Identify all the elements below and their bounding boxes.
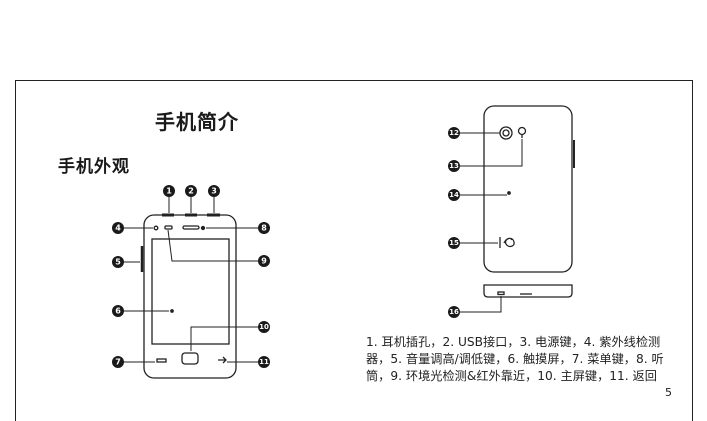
back-phone — [483, 105, 575, 298]
page-number: 5 — [665, 386, 672, 399]
callout-15 — [448, 237, 460, 249]
callout-14 — [448, 189, 460, 201]
callout-7-label: 7 — [115, 358, 121, 367]
callout-15-label: 15 — [449, 239, 459, 247]
callout-10-label: 10 — [259, 323, 269, 331]
back-leaders — [460, 132, 523, 313]
section-heading: 手机外观 — [58, 157, 130, 177]
callout-9 — [258, 255, 270, 267]
callout-2 — [185, 185, 197, 197]
flash — [517, 126, 527, 136]
callout-6 — [112, 305, 124, 317]
callout-7 — [112, 356, 124, 368]
callout-12-label: 12 — [449, 129, 459, 137]
callout-8-label: 8 — [261, 224, 267, 233]
page-title: 手机简介 — [155, 110, 239, 134]
camera-lens — [499, 126, 513, 140]
callout-6-label: 6 — [115, 307, 121, 316]
callout-4 — [112, 222, 124, 234]
callout-10 — [258, 321, 270, 333]
callout-5-label: 5 — [115, 258, 121, 267]
earpiece — [182, 225, 200, 230]
callout-5 — [112, 256, 124, 268]
callout-12 — [448, 127, 460, 139]
front-leaders — [124, 197, 258, 363]
callout-11 — [258, 356, 270, 368]
callout-16-label: 16 — [449, 308, 459, 316]
callout-9-label: 9 — [261, 257, 267, 266]
front-callouts: 1 2 3 4 5 6 7 8 9 10 11 — [112, 185, 270, 368]
parts-legend: 1. 耳机插孔，2. USB接口，3. 电源键，4. 紫外线检测器，5. 音量调… — [366, 335, 664, 383]
callout-16 — [448, 306, 460, 318]
back-callouts: 12 13 14 15 16 — [448, 127, 460, 318]
callout-3-label: 3 — [211, 187, 217, 196]
back-body — [483, 105, 573, 273]
callout-3 — [208, 185, 220, 197]
uv-sensor-dot — [153, 225, 159, 231]
callout-2-label: 2 — [188, 187, 194, 196]
callout-4-label: 4 — [115, 224, 121, 233]
phone-diagram: 1 2 3 4 5 6 7 8 9 10 11 — [112, 105, 575, 379]
callout-1 — [163, 185, 175, 197]
callout-1-label: 1 — [166, 187, 172, 196]
brand-logo — [503, 237, 515, 248]
callout-14-label: 14 — [449, 191, 459, 199]
callout-13 — [448, 160, 460, 172]
page-frame — [15, 80, 693, 421]
back-key-icon — [218, 356, 227, 364]
bottom-edge-view — [483, 284, 573, 298]
front-phone — [140, 213, 237, 379]
callout-8 — [258, 222, 270, 234]
callout-11-label: 11 — [259, 358, 269, 366]
callout-13-label: 13 — [449, 162, 459, 170]
home-key — [181, 352, 199, 365]
menu-key-icon — [156, 358, 167, 363]
